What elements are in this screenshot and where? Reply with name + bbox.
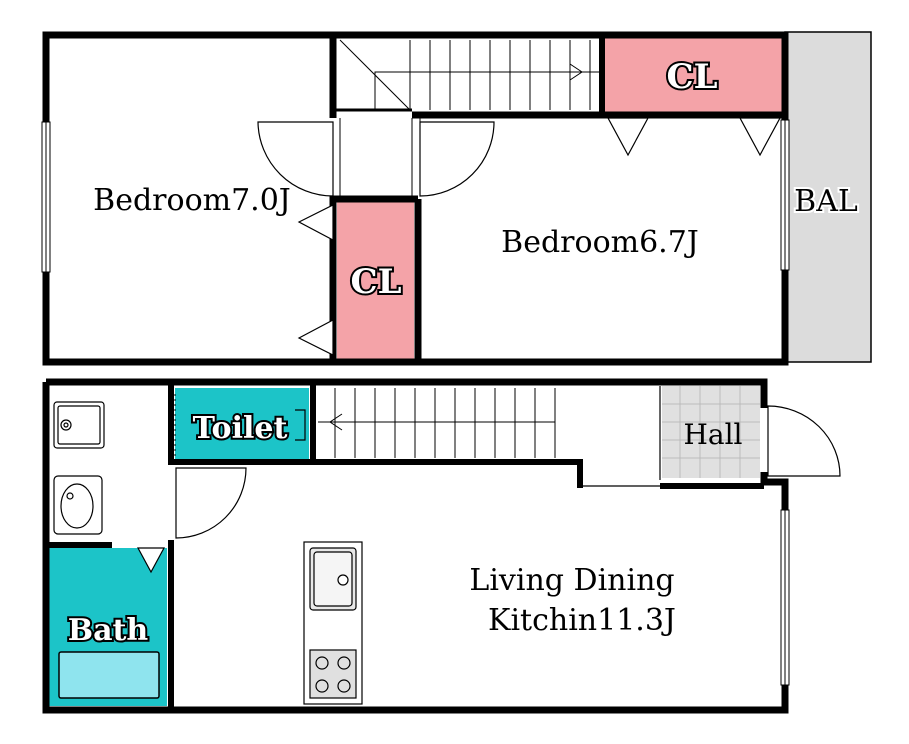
balcony xyxy=(784,31,872,363)
lower-outer-wall xyxy=(46,378,768,404)
washbasin-icon xyxy=(53,475,103,535)
toilet-icon xyxy=(295,409,306,441)
label-ldk-line1: Living Dining xyxy=(469,563,674,598)
label-closet-mid: CL xyxy=(351,262,402,302)
closet-top xyxy=(604,38,782,112)
upper-stairs xyxy=(339,39,600,111)
label-ldk-line2: Kitchin11.3J xyxy=(488,603,676,638)
door-bedroom7[interactable] xyxy=(257,121,334,197)
hall-tiles xyxy=(662,386,760,478)
label-bedroom7: Bedroom7.0J xyxy=(93,183,291,218)
lower-stairs xyxy=(318,388,556,458)
bath-door-mark xyxy=(136,547,166,574)
door-entrance[interactable] xyxy=(767,405,841,477)
label-closet-top: CL xyxy=(667,57,718,97)
washer-icon xyxy=(53,401,105,449)
closet-mid xyxy=(337,202,414,359)
label-toilet: Toilet xyxy=(193,411,288,446)
lower-floor: Toilet Hall Bath Living Dining Kitchin11… xyxy=(42,378,841,714)
stove-icon xyxy=(309,649,357,699)
toilet-area xyxy=(175,388,309,460)
label-bedroom6: Bedroom6.7J xyxy=(501,225,699,260)
door-bedroom6[interactable] xyxy=(419,121,495,197)
label-balcony: BAL xyxy=(794,184,858,219)
bathtub xyxy=(58,651,160,699)
door-toilet[interactable] xyxy=(175,467,247,539)
kitchen-counter xyxy=(303,541,363,705)
label-hall: Hall xyxy=(683,418,742,451)
upper-floor: Bedroom7.0J Bedroom6.7J CL CL BAL xyxy=(41,31,872,366)
label-bath: Bath xyxy=(68,613,149,648)
